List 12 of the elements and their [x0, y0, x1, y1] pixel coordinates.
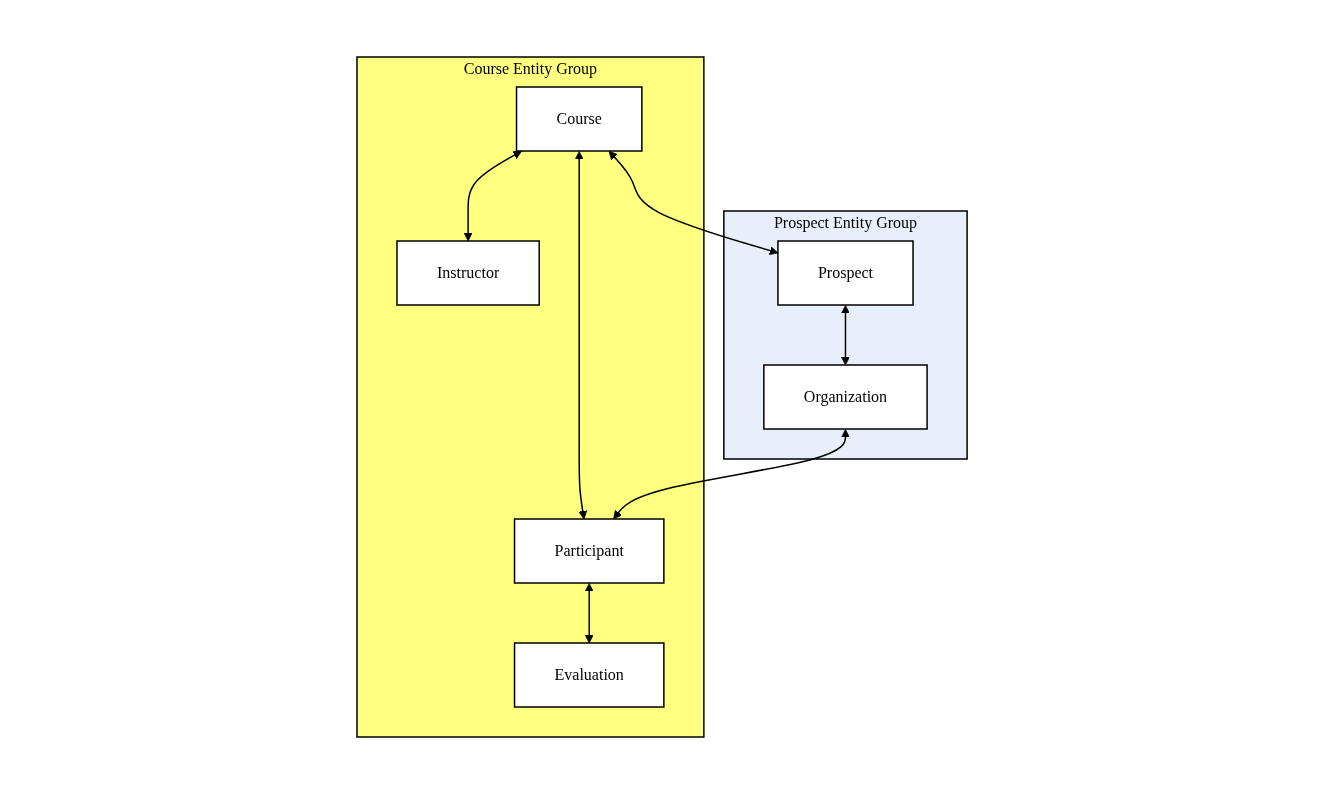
arrow	[464, 150, 523, 242]
node-box: Prospect	[777, 240, 915, 306]
node-box: Organization	[763, 364, 929, 430]
node-box: Evaluation	[514, 642, 666, 708]
arrow	[575, 151, 588, 520]
node-box: Course	[516, 86, 644, 152]
arrow	[585, 583, 595, 644]
arrow	[609, 150, 779, 255]
node-box: Instructor	[396, 240, 541, 306]
arrow	[613, 429, 851, 520]
arrow	[841, 305, 851, 366]
node-box: Participant	[514, 518, 666, 584]
